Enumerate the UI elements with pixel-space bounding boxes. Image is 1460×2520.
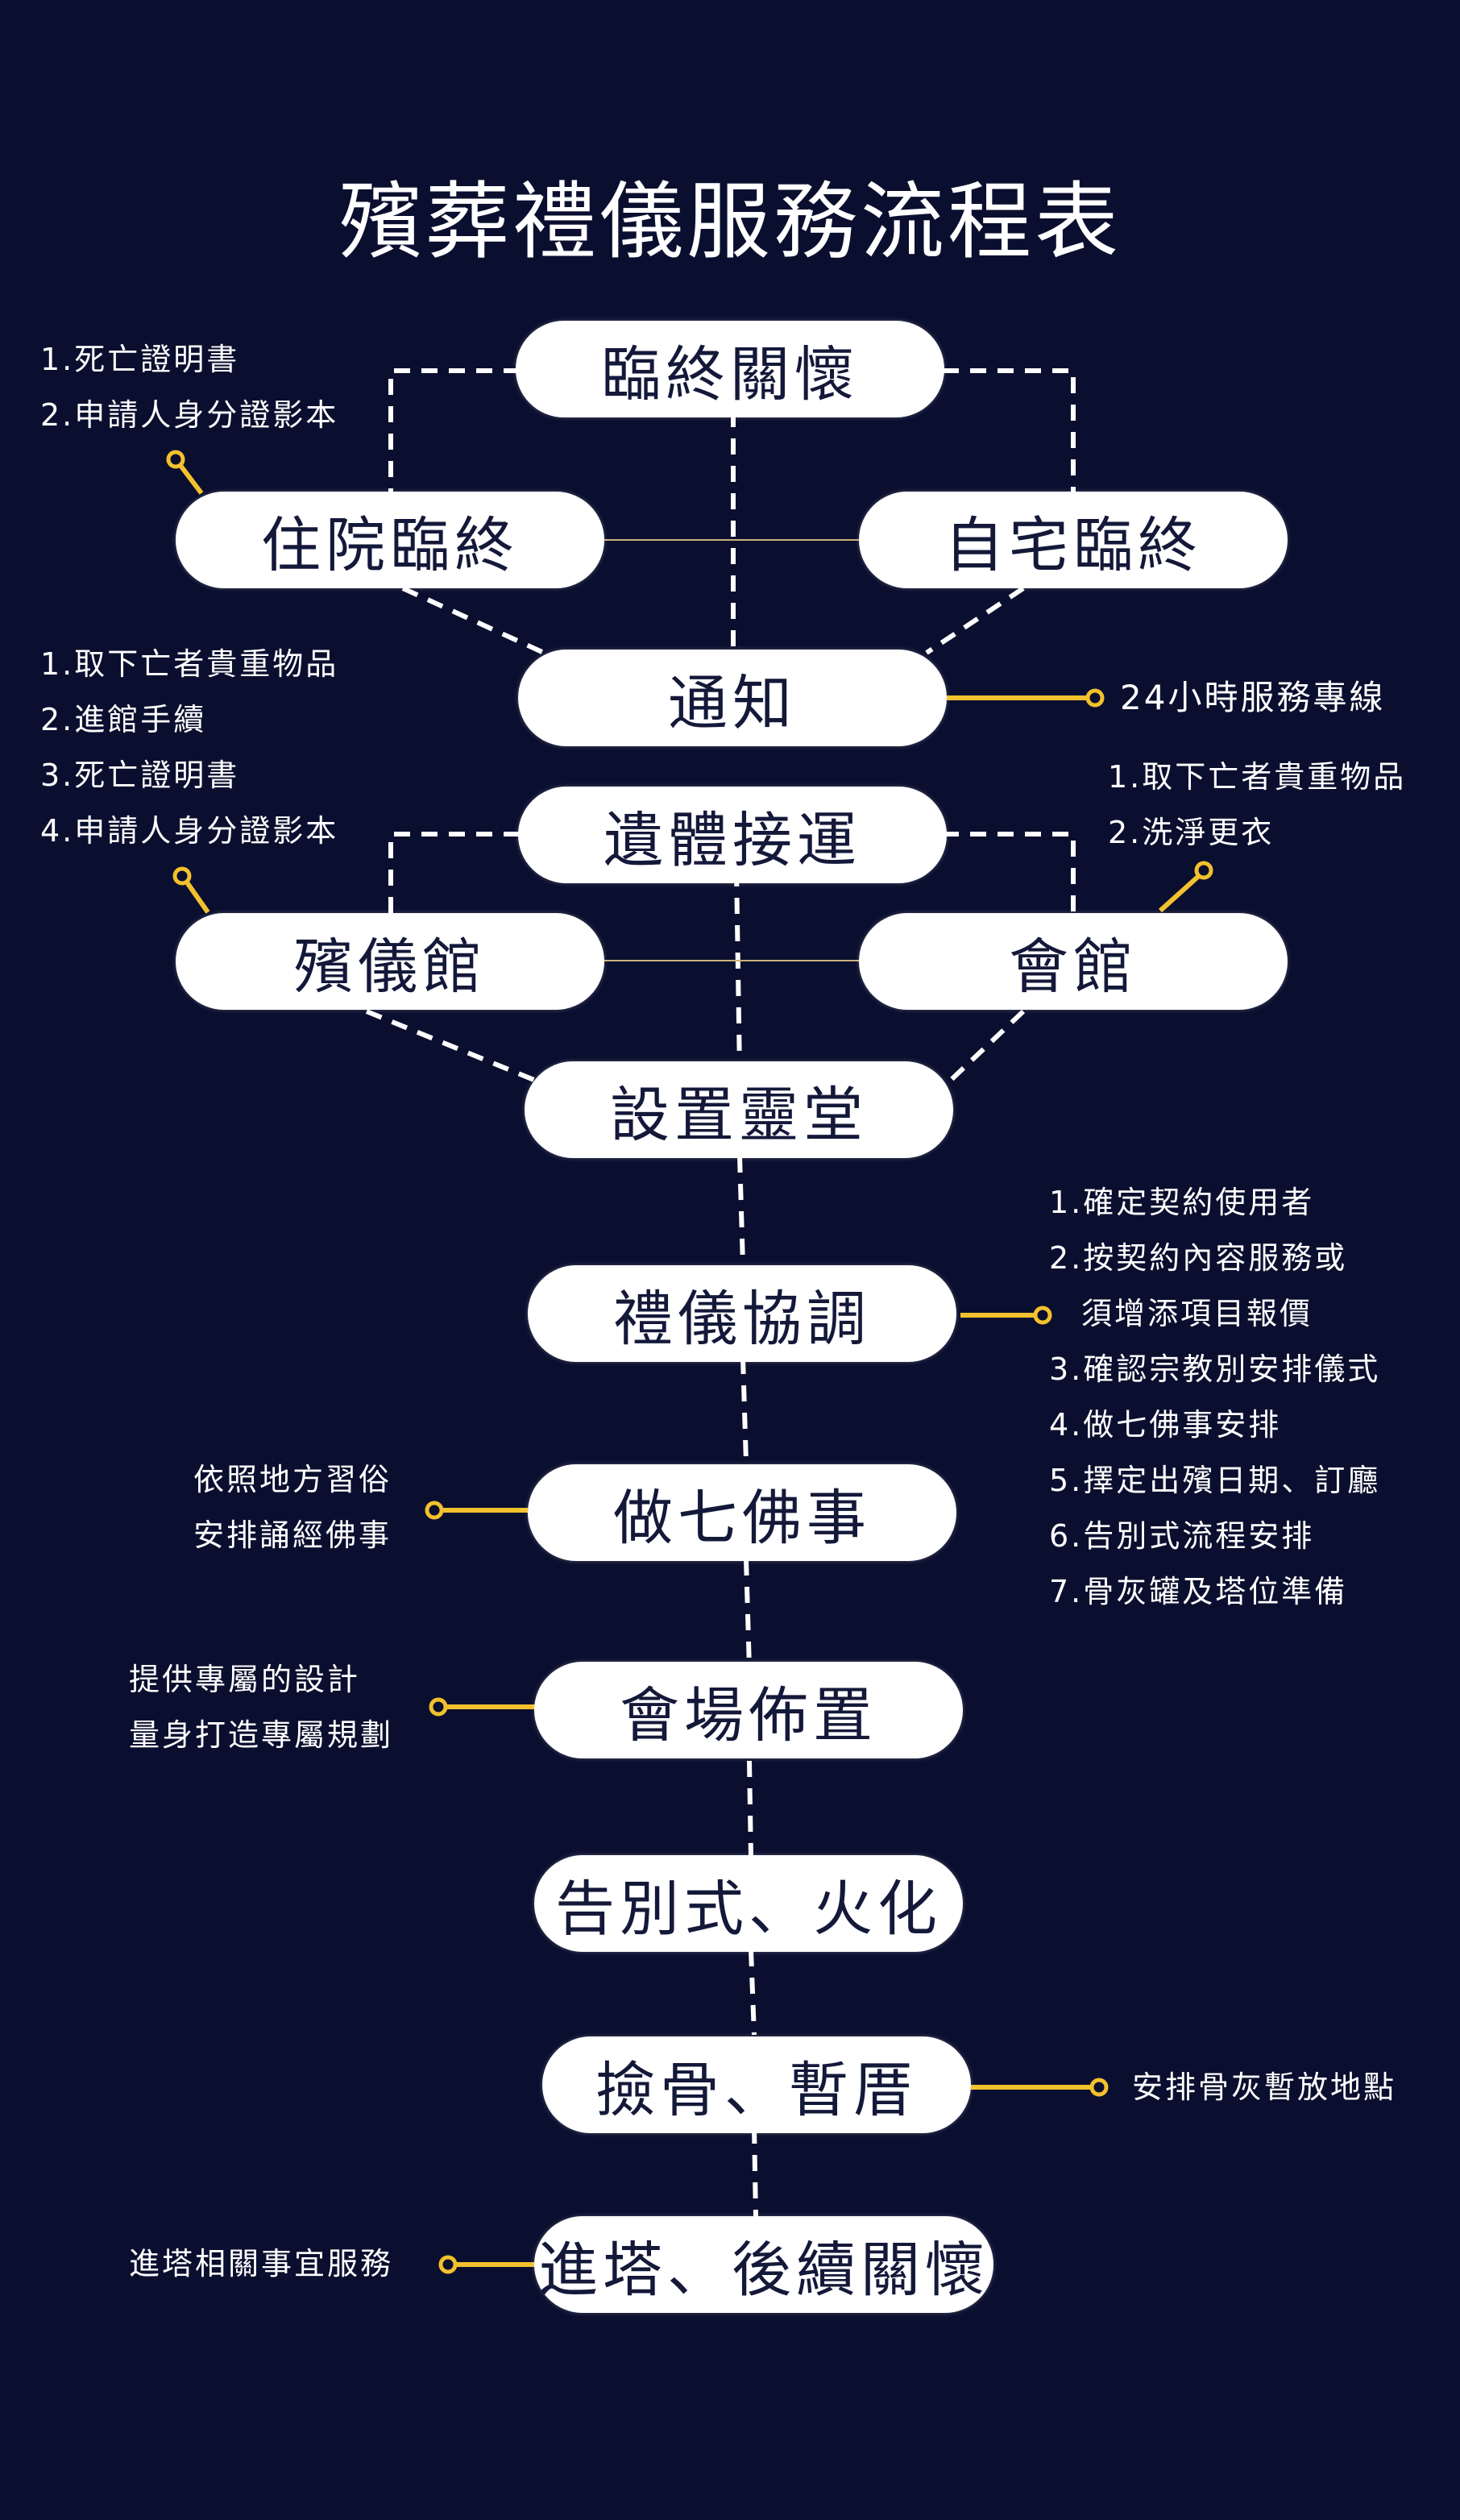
note-line: 1.取下亡者貴重物品 — [1108, 759, 1407, 795]
spine-connector — [734, 870, 742, 1073]
note-line: 2.洗淨更衣 — [1108, 815, 1275, 850]
annotation-line — [1158, 872, 1203, 913]
branch-connector — [365, 1009, 545, 1086]
node-home-death: 自宅臨終 — [859, 492, 1288, 588]
note-line: 6.告別式流程安排 — [1049, 1518, 1315, 1554]
branch-connector — [943, 368, 1076, 492]
annotation-dot — [172, 866, 192, 886]
note-notify-hotline: 24小時服務專線 — [1120, 678, 1386, 717]
annotation-line — [176, 462, 204, 495]
node-hospital-death: 住院臨終 — [176, 492, 604, 588]
annotation-dot — [166, 450, 185, 469]
branch-connector — [943, 832, 1076, 915]
note-line: 2.進館手續 — [40, 702, 207, 737]
annotation-dot — [425, 1501, 444, 1520]
branch-connector — [401, 586, 545, 655]
note-line: 1.死亡證明書 — [40, 342, 240, 377]
note-coordination: 1.確定契約使用者 2.按契約內容服務或 須增添項目報價 3.確認宗教別安排儀式… — [1049, 1175, 1380, 1620]
spine-connector — [752, 2127, 758, 2217]
spine-connector — [737, 1156, 745, 1266]
node-farewell-cremation: 告別式、火化 — [534, 1855, 963, 1952]
branch-connector — [388, 368, 520, 492]
branch-connector — [925, 586, 1025, 655]
node-hall: 會館 — [859, 913, 1288, 1010]
note-line: 量身打造專屬規劃 — [129, 1717, 394, 1753]
spine-connector — [740, 1357, 749, 1463]
note-line: 提供專屬的設計 — [129, 1662, 361, 1697]
note-bone: 安排骨灰暫放地點 — [1132, 2070, 1397, 2105]
note-line: 5.擇定出殯日期、訂廳 — [1049, 1463, 1381, 1498]
node-funeral-home: 殯儀館 — [176, 913, 604, 1010]
note-line: 4.申請人身分證影本 — [40, 813, 339, 849]
note-line: 3.死亡證明書 — [40, 758, 240, 793]
node-venue-setup: 會場佈置 — [534, 1662, 963, 1758]
spine-connector — [744, 1559, 752, 1669]
spine-connector — [747, 1760, 753, 1858]
spine-connector — [749, 1949, 757, 2036]
note-venue: 提供專屬的設計 量身打造專屬規劃 — [129, 1652, 393, 1763]
node-ritual-coordination: 禮儀協調 — [528, 1265, 956, 1362]
node-body-transport: 遺體接運 — [518, 787, 947, 883]
node-notify: 通知 — [518, 650, 947, 746]
note-tower: 進塔相關事宜服務 — [129, 2246, 394, 2281]
node-seven-rites: 做七佛事 — [528, 1464, 956, 1561]
annotation-dot — [438, 2255, 458, 2274]
annotation-dot — [1089, 2078, 1109, 2097]
note-hall: 1.取下亡者貴重物品 2.洗淨更衣 — [1108, 749, 1406, 861]
annotation-line — [183, 878, 210, 914]
note-line: 1.取下亡者貴重物品 — [40, 646, 339, 682]
node-care-end-of-life: 臨終關懷 — [516, 321, 944, 417]
node-set-altar: 設置靈堂 — [525, 1061, 953, 1158]
node-bone-collection: 撿骨、暫厝 — [542, 2036, 971, 2133]
branch-connector — [944, 1009, 1026, 1086]
note-line: 2.申請人身分證影本 — [40, 397, 339, 433]
note-seven-rites: 依照地方習俗 安排誦經佛事 — [193, 1452, 392, 1563]
annotation-dot — [1194, 861, 1213, 880]
annotation-dot — [1085, 688, 1105, 708]
node-tower-aftercare: 進塔、後續關懷 — [534, 2216, 993, 2313]
annotation-dot — [429, 1697, 448, 1717]
note-line: 3.確認宗教別安排儀式 — [1049, 1351, 1381, 1387]
note-line: 須增添項目報價 — [1081, 1296, 1313, 1331]
branch-connector — [388, 832, 520, 915]
note-funeral-home: 1.取下亡者貴重物品 2.進館手續 3.死亡證明書 4.申請人身分證影本 — [40, 637, 338, 859]
annotation-dot — [1033, 1306, 1052, 1325]
note-line: 7.骨灰罐及塔位準備 — [1049, 1574, 1348, 1609]
note-line: 2.按契約內容服務或 — [1049, 1240, 1348, 1276]
note-hospital: 1.死亡證明書 2.申請人身分證影本 — [40, 332, 338, 443]
note-line: 4.做七佛事安排 — [1049, 1407, 1282, 1443]
note-line: 依照地方習俗 — [193, 1462, 392, 1497]
note-line: 安排誦經佛事 — [193, 1517, 392, 1553]
note-line: 1.確定契約使用者 — [1049, 1185, 1315, 1220]
page-title: 殯葬禮儀服務流程表 — [338, 172, 1122, 271]
